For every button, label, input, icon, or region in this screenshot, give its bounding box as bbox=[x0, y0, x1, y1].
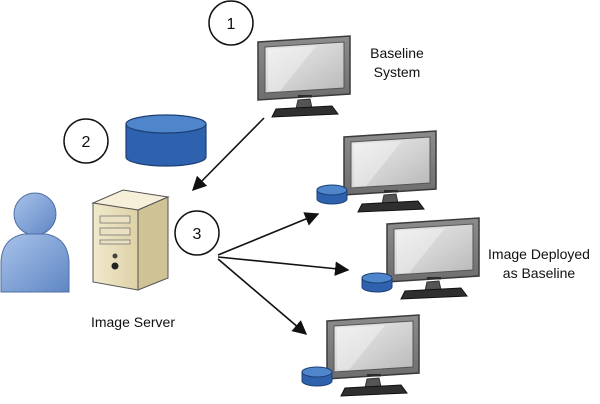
baseline-system-label-line1: Baseline bbox=[370, 45, 424, 61]
image-deployed-label-line1: Image Deployed bbox=[488, 246, 590, 262]
user-icon bbox=[0, 192, 70, 293]
arrow-server-to-monitor-2 bbox=[217, 256, 350, 276]
deployed-database-2-icon bbox=[361, 272, 393, 293]
baseline-monitor-icon bbox=[257, 35, 351, 118]
baseline-system-label: Baseline System bbox=[356, 44, 438, 82]
step-3-number: 3 bbox=[193, 226, 202, 243]
image-deployed-label: Image Deployed as Baseline bbox=[482, 245, 596, 283]
arrow-server-to-monitor-1 bbox=[217, 212, 320, 256]
step-1-number: 1 bbox=[227, 16, 236, 33]
server-tower-icon bbox=[91, 189, 170, 291]
step-3-marker: 3 bbox=[174, 210, 220, 256]
baseline-system-label-line2: System bbox=[373, 64, 421, 80]
deployed-monitor-2-icon bbox=[386, 217, 480, 300]
arrow-baseline-to-server bbox=[191, 117, 265, 192]
image-server-label: Image Server bbox=[78, 313, 188, 332]
image-database-icon bbox=[125, 114, 207, 167]
deployed-monitor-3-icon bbox=[326, 314, 420, 397]
image-server-label-text: Image Server bbox=[90, 314, 176, 330]
step-2-number: 2 bbox=[82, 134, 91, 151]
deployed-monitor-1-icon bbox=[343, 130, 437, 213]
arrow-server-to-monitor-3 bbox=[217, 258, 308, 335]
deployed-database-1-icon bbox=[316, 184, 348, 205]
step-1-marker: 1 bbox=[208, 0, 254, 46]
image-deployed-label-line2: as Baseline bbox=[502, 265, 576, 281]
deployed-database-3-icon bbox=[301, 366, 333, 387]
step-2-marker: 2 bbox=[63, 118, 109, 164]
